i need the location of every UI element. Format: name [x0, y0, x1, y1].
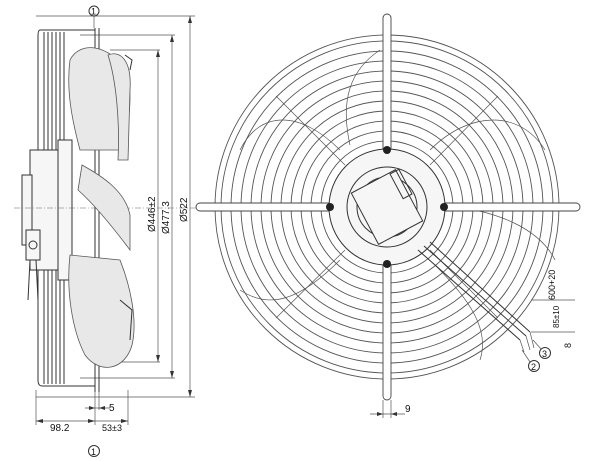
- callout-1-top: 1: [88, 5, 100, 28]
- dim-cable-length: 600+20: [547, 270, 557, 300]
- dim-offset: 5: [109, 403, 115, 414]
- callout-1-bottom: 1: [88, 445, 100, 457]
- dim-diameter-mid: Ø477.3: [161, 201, 172, 234]
- front-view: 9 600+20 85±10 8 2 3: [195, 13, 581, 418]
- side-blades: [68, 47, 135, 368]
- callout-3: 3: [532, 339, 551, 359]
- dim-strip-length: 85±10: [552, 305, 561, 328]
- motor-hub: [326, 146, 448, 268]
- dim-strip-end: 8: [563, 343, 573, 348]
- dim-depth: 53±3: [102, 423, 122, 433]
- svg-text:2: 2: [531, 362, 536, 372]
- svg-text:1: 1: [91, 7, 96, 17]
- side-view: Ø446±2 Ø477.3 Ø522: [14, 5, 210, 457]
- dim-diameter-outer: Ø522: [179, 197, 190, 222]
- dim-spoke-width: 9: [405, 404, 411, 415]
- svg-text:1: 1: [91, 447, 96, 457]
- dim-width-total: 98.2: [50, 423, 70, 434]
- side-bottom-dimensions: 98.2 5 53±3: [35, 390, 129, 434]
- cable-bundle: [417, 241, 535, 353]
- side-motor: [14, 139, 210, 301]
- front-dimensions: 9 600+20 85±10 8: [370, 270, 575, 418]
- svg-text:3: 3: [542, 349, 547, 359]
- callout-2: 2: [521, 349, 540, 372]
- dim-diameter-inner: Ø446±2: [147, 196, 158, 232]
